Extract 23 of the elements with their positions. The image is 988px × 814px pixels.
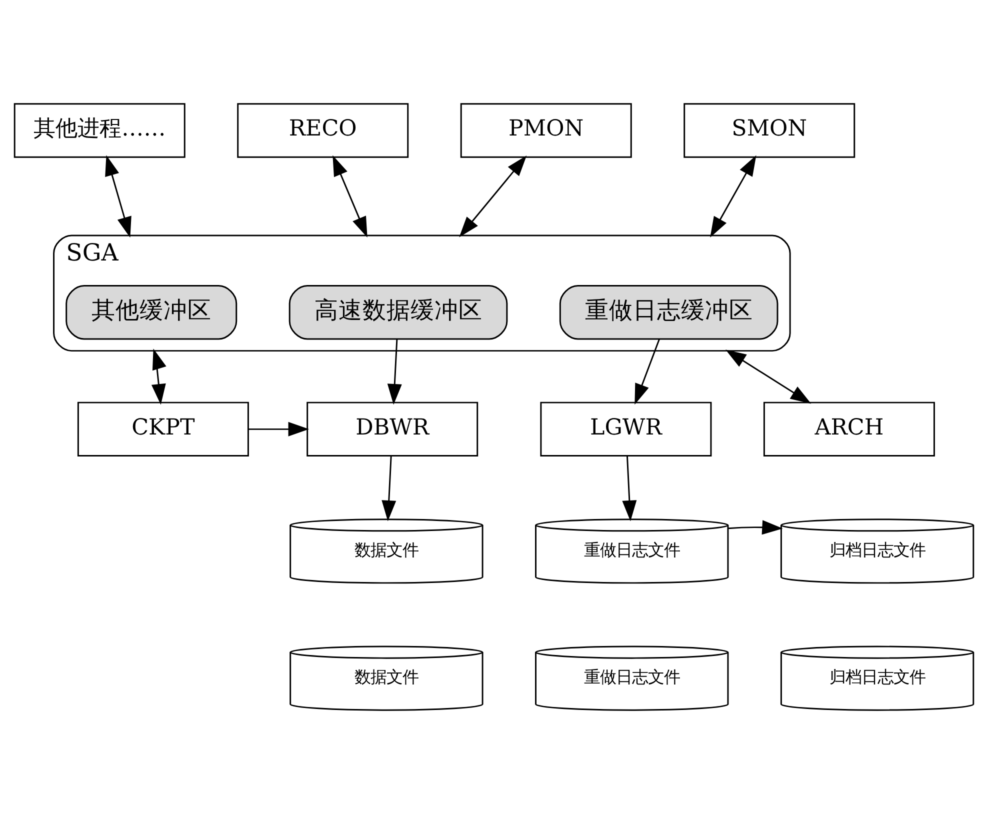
arrow (728, 520, 783, 535)
arrow (459, 156, 527, 238)
arrow (710, 155, 756, 238)
arrow (105, 155, 132, 238)
node-box: RECO (237, 103, 409, 158)
arrow (387, 339, 402, 405)
arrow (151, 348, 166, 405)
node-box: DBWR (306, 402, 478, 457)
arrow (332, 155, 368, 238)
node-box: CKPT (77, 402, 249, 457)
arrow (382, 456, 396, 522)
node-box: LGWR (540, 402, 712, 457)
arrow (634, 338, 660, 405)
arrow (726, 350, 812, 404)
node-box: SMON (684, 103, 856, 158)
node-box: 重做日志缓冲区 (559, 285, 778, 340)
node-box: PMON (460, 103, 632, 158)
node-box: 其他进程…… (14, 103, 186, 158)
arrow (622, 456, 637, 522)
node-box: ARCH (763, 402, 935, 457)
arrow (248, 422, 310, 436)
node-box: 高速数据缓冲区 (288, 285, 508, 340)
node-box: 其他缓冲区 (66, 285, 238, 340)
